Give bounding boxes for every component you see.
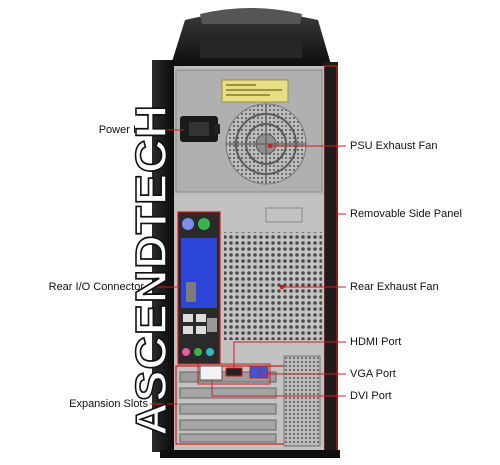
callout-lines [136,129,346,405]
expansion-slots [175,355,321,447]
ascendtech-watermark: ASCENDTECH [126,103,176,437]
usb-port [196,314,206,322]
audio-mic-jack [182,348,190,356]
usb-port [183,314,193,322]
ethernet-port [207,318,217,332]
top-bezel [170,8,332,68]
dvi-port [199,365,223,381]
label-dvi-port: DVI Port [350,390,392,402]
ps2-mouse-port [198,218,210,230]
label-removable-side-panel: Removable Side Panel [350,208,462,220]
rear-exhaust-fan [224,232,322,340]
ps2-keyboard-port [182,218,194,230]
usb-port [183,326,193,334]
label-power: Power I [98,124,136,136]
audio-line-in-jack [206,348,214,356]
case-left-side [152,60,174,452]
case-base [160,450,340,458]
usb-port [196,326,206,334]
side-panel [322,62,338,454]
rear-io-panel [177,211,221,365]
audio-line-out-jack [194,348,202,356]
psu [175,69,323,193]
label-rear-io-connector: Rear I/O Connector [48,281,144,293]
hdmi-port [225,367,243,377]
label-rear-exhaust-fan: Rear Exhaust Fan [350,281,439,293]
label-hdmi-port: HDMI Port [350,336,402,348]
watermark-text: ASCENDTECH [127,104,176,436]
label-vga-port: VGA Port [350,368,396,380]
label-psu-exhaust-fan: PSU Exhaust Fan [350,140,438,152]
label-expansion-slots: Expansion Slots [69,398,148,410]
